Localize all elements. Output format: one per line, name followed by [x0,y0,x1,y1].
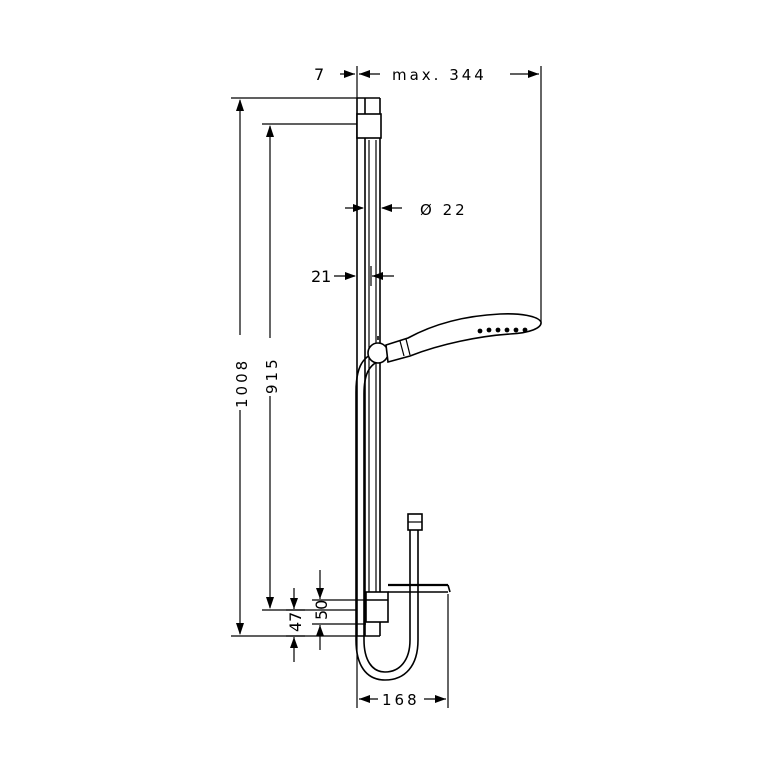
rail-length-label: 915 [263,356,281,394]
shower-hose [355,351,419,681]
dimension-soap-dish-width: 168 [356,594,449,709]
lower-wall-bracket [365,591,389,623]
dimension-wall-offset: 7 [314,65,358,98]
dimension-rail-diameter: Ø 22 [345,201,468,219]
upper-wall-bracket [356,113,382,139]
rail-depth-label: 21 [311,267,331,286]
total-height-label: 1008 [233,358,251,408]
hose-connector [407,513,423,531]
shower-rail [356,97,381,637]
dimension-rail-length: 915 [262,123,357,611]
dimension-rail-depth: 21 [311,266,394,286]
hand-shower-holder [367,336,389,364]
max-projection-label: max. 344 [392,66,487,84]
hand-shower [385,313,542,364]
lower-bracket-label: 50 [312,600,331,620]
dimension-lower-bracket: 50 [312,570,366,650]
rail-diameter-label: Ø 22 [420,201,468,219]
soap-dish [388,583,451,593]
dimension-total-height: 1008 [231,97,357,637]
dimension-max-projection: max. 344 [359,66,542,322]
soap-dish-width-label: 168 [382,691,420,709]
bottom-offset-label: 47 [286,612,305,632]
wall-offset-label: 7 [314,65,324,84]
dimension-bottom-offset: 47 [286,588,305,662]
